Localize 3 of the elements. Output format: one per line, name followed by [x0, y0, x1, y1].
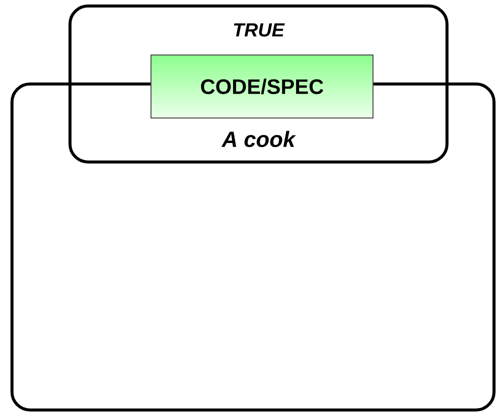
node-label: TRUE [234, 23, 285, 37]
box-label: CODE/SPEC [201, 78, 324, 94]
node-label: A cook [221, 130, 296, 148]
